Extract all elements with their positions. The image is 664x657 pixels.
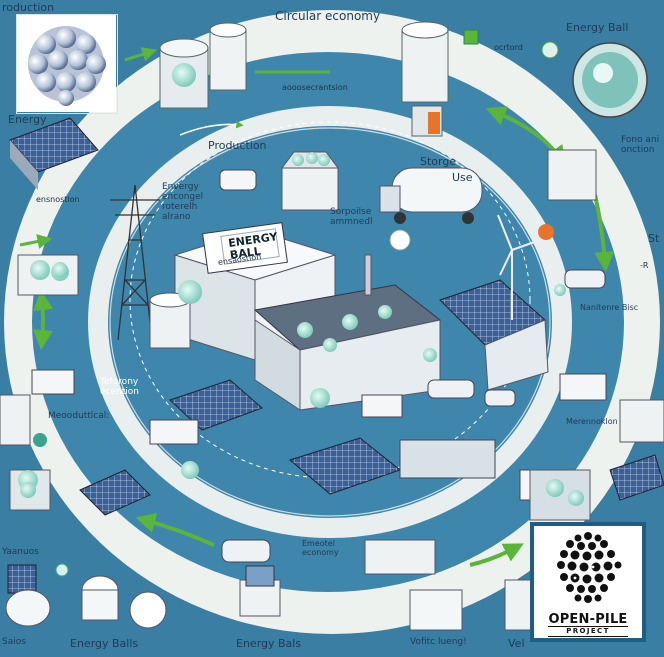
arrow-left-mid (32, 290, 54, 350)
label-energy-balls-left: Energy Balls (70, 637, 139, 650)
label-transport: Teforony ecention (100, 377, 139, 397)
label-left-wrapped: Envergy encongel roterelh alrano (162, 182, 204, 222)
label-top-right-tag: ocrtord (494, 43, 523, 52)
label-use: Use (452, 171, 473, 184)
silo-top-right (401, 21, 449, 137)
tanks-left (149, 280, 202, 349)
central-factory (173, 222, 442, 411)
storage-shed (281, 151, 339, 211)
label-bottom-left-b: Saios (2, 637, 26, 647)
logo-pebble-icon (557, 532, 622, 603)
arrow-upper-left-ring (179, 120, 244, 136)
orange-icon-right (538, 224, 554, 240)
road-ring-edge (109, 127, 551, 517)
label-circular-economy: Circular economy (275, 9, 381, 23)
wind-turbine (497, 214, 541, 320)
label-storage: Storge (420, 155, 457, 168)
arrow-bottom-right (469, 543, 524, 567)
arrow-right-mid (593, 194, 615, 272)
logo-rule-bottom (548, 636, 628, 637)
arrow-top-left (124, 47, 158, 62)
label-modular: Meooduttlcal: (48, 411, 110, 421)
solar-center-bottom (79, 379, 664, 516)
arrow-left-bottom (135, 513, 215, 547)
label-top-left: roduction (2, 1, 55, 14)
label-right-lower: Merennoklon (566, 417, 618, 426)
logo-rule-top (548, 626, 628, 627)
label-factory-sub: Sorpoilse ammnedl (330, 207, 373, 227)
label-r-tag: -R (640, 261, 649, 270)
solar-right-mid (439, 279, 549, 391)
teal-icon-left (33, 433, 47, 447)
open-pile-logo: OPEN-PILE PROJECT (530, 522, 646, 642)
label-production: Production (208, 139, 267, 152)
solar-left-top (9, 117, 99, 190)
energy-ball-disc (463, 29, 648, 118)
photo-energy-ball-cluster (16, 14, 116, 112)
bottom-items (5, 539, 536, 631)
energy-ball-photo (16, 14, 118, 114)
label-right-upper: Fono ani onction (621, 135, 660, 155)
silo-top-left (159, 22, 247, 109)
label-right-mid: Nanitenre Bisc (580, 303, 639, 312)
logo-title: OPEN-PILE (548, 612, 628, 627)
label-st: St (648, 232, 660, 245)
label-economy-bottom: Emeotel economy (302, 539, 339, 557)
vehicles (31, 169, 607, 563)
tanker-truck (379, 167, 483, 224)
logo-subtitle: PROJECT (566, 627, 610, 635)
label-bottom-right: Vofitc lueng! (410, 637, 467, 647)
scattered-balls (20, 262, 566, 498)
label-energy-ball-top: Energy Ball (566, 21, 629, 34)
label-left-caption: ensnostion (36, 195, 80, 204)
label-energy-balls-mid: Energy Bals (236, 637, 302, 650)
label-energy: Energy (8, 113, 47, 126)
label-bottom-left-a: Yaanuos (2, 547, 39, 557)
road-ring (88, 106, 572, 538)
arrow-left-edge (19, 234, 53, 249)
right-edge-buildings (529, 149, 664, 521)
teal-icon-bottom (55, 563, 69, 577)
white-icon-center (389, 229, 411, 251)
label-upper-mid-caption: aooosecrantsion (282, 83, 348, 92)
power-pylon (110, 184, 160, 341)
label-bottom-far: Vel (508, 637, 525, 650)
